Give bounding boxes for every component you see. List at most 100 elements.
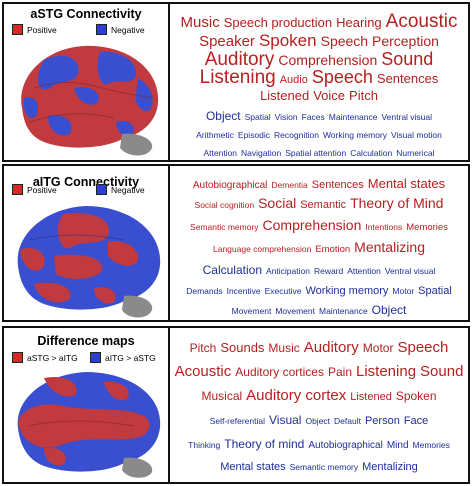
- wordcloud-term: Working memory: [305, 285, 389, 297]
- wordcloud-term: Demands: [186, 286, 223, 296]
- wordcloud-term: Listened: [260, 88, 310, 103]
- wordcloud-term: Autobiographical: [192, 180, 268, 191]
- wordcloud-term: Mentalizing: [354, 239, 425, 255]
- wordcloud-term: Mind: [386, 440, 409, 451]
- wordcloud-term: Visual: [268, 413, 302, 427]
- legend-swatch-red: [12, 184, 23, 195]
- wordcloud-term: Self-referential: [209, 416, 265, 426]
- panel-title: aSTG Connectivity: [30, 7, 142, 21]
- panel-difference-figure: Difference maps aSTG > aITG aITG > aSTG: [4, 328, 170, 482]
- legend-swatch-red: [12, 24, 23, 35]
- wordcloud-term: Anticipation: [266, 266, 310, 276]
- wordcloud-term: Memories: [406, 222, 448, 233]
- wordcloud-term: Hearing: [336, 15, 382, 30]
- legend-astg-gt-aitg: aSTG > aITG: [12, 352, 78, 363]
- panel-title: aITG Connectivity: [32, 175, 140, 189]
- wordcloud-term: Spatial attention: [285, 148, 347, 158]
- wordcloud-term: Emotion: [315, 244, 351, 255]
- wordcloud-term: Reward: [313, 266, 344, 276]
- legend-label: Positive: [27, 24, 57, 35]
- wordcloud-term: Ventral visual: [381, 112, 433, 122]
- wordcloud-term: Audio: [279, 74, 308, 86]
- wordcloud-term: Voice: [313, 88, 346, 103]
- legend-label: Negative: [111, 184, 145, 195]
- wordcloud-term: Language comprehension: [213, 244, 312, 254]
- wordcloud-term: Semantic memory: [289, 462, 359, 472]
- wordcloud-term: Dementia: [271, 180, 308, 190]
- legend-swatch-blue: [90, 352, 101, 363]
- wordcloud-term: Incentive: [226, 286, 261, 296]
- wordcloud-term: Pain: [327, 365, 352, 379]
- wordcloud-term: Speech: [311, 67, 373, 87]
- wordcloud-term: Social cognition: [194, 200, 255, 210]
- wordcloud-term: Motor: [362, 341, 394, 355]
- wordcloud-term: Spoken: [395, 389, 437, 403]
- wordcloud-term: Sentences: [311, 179, 364, 191]
- wordcloud-term: Navigation: [241, 148, 282, 158]
- wordcloud-term: Comprehension: [278, 52, 378, 68]
- legend-swatch-blue: [96, 24, 107, 35]
- wordcloud-term: Music: [180, 14, 220, 31]
- wordcloud-term: Sound: [381, 49, 434, 69]
- wordcloud-term: Mental states: [220, 461, 286, 473]
- wordcloud-term: Visual motion: [391, 130, 442, 140]
- wordcloud-term: Pitch: [349, 88, 378, 103]
- wordcloud-term: Calculation: [350, 148, 393, 158]
- wordcloud-term: Ventral visual: [384, 266, 436, 276]
- wordcloud-term: Object: [305, 416, 331, 426]
- wordcloud-term: Vision: [274, 112, 298, 122]
- legend-label: aSTG > aITG: [27, 352, 78, 363]
- wordcloud-term: Listening: [356, 363, 417, 380]
- wordcloud-term: Acoustic: [385, 11, 458, 32]
- wordcloud-term: Episodic: [237, 130, 271, 140]
- brain-image-difference: [17, 372, 161, 478]
- wordcloud-term: Sentences: [376, 71, 439, 86]
- panel-aitg-figure: aITG Connectivity Positive Negative: [4, 166, 170, 320]
- wordcloud-term: Object: [205, 109, 241, 123]
- wordcloud-term: Pitch: [189, 341, 217, 355]
- legend-positive: Positive: [12, 184, 57, 195]
- wordcloud-term: Intentions: [365, 222, 403, 232]
- wordcloud-term: Attention: [347, 266, 381, 276]
- panel-difference: Difference maps aSTG > aITG aITG > aSTG …: [2, 326, 470, 484]
- wordcloud-term: Memories: [412, 440, 450, 450]
- wordcloud-term: Auditory cortices: [235, 365, 324, 379]
- legend-label: aITG > aSTG: [105, 352, 156, 363]
- wordcloud-term: Theory of mind: [224, 437, 305, 451]
- wordcloud-term: Theory of Mind: [350, 195, 444, 211]
- legend-label: Negative: [111, 24, 145, 35]
- legend-label: Positive: [27, 184, 57, 195]
- wordcloud-term: Mental states: [367, 176, 446, 191]
- legend-swatch-red: [12, 352, 23, 363]
- wordcloud-term: Semantic: [300, 199, 347, 211]
- panel-astg: aSTG Connectivity Positive Negative Musi…: [2, 2, 470, 162]
- wordcloud-term: Semantic memory: [190, 222, 259, 232]
- legend-aitg-gt-astg: aITG > aSTG: [90, 352, 156, 363]
- wordcloud-term: Auditory: [204, 49, 275, 70]
- wordcloud-term: Mentalizing: [362, 461, 418, 473]
- wordcloud-term: Speech Perception: [320, 33, 439, 49]
- wordcloud-term: Sounds: [220, 340, 265, 355]
- wordcloud-term: Spatial: [418, 285, 452, 297]
- wordcloud-term: Face: [403, 415, 429, 427]
- wordcloud-term: Recognition: [274, 130, 319, 140]
- wordcloud-term: Auditory cortex: [246, 387, 347, 404]
- panel-title: Difference maps: [37, 334, 135, 348]
- wordcloud-term: Person: [364, 415, 400, 427]
- brain-image-aitg: [17, 206, 161, 318]
- wordcloud-term: Object: [371, 303, 407, 317]
- wordcloud-term: Speech production: [223, 15, 333, 30]
